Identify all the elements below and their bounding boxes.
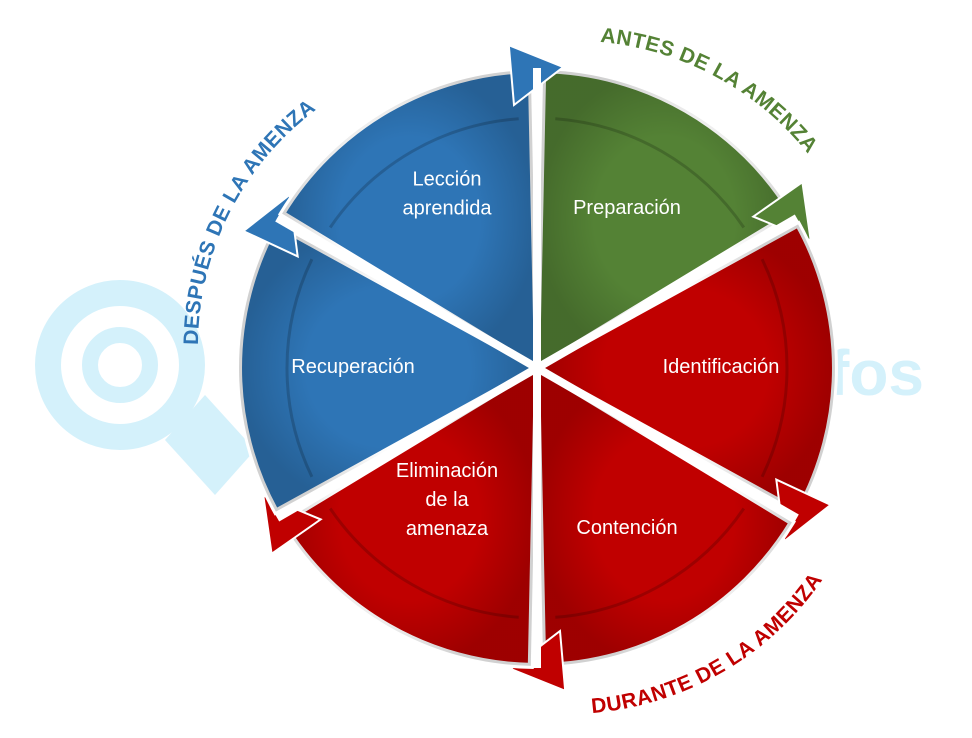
segment-ring-eliminacion <box>328 507 519 619</box>
segment-divider <box>275 364 540 522</box>
watermark-eye-icon <box>35 280 205 450</box>
segment-label-line: aprendida <box>403 198 493 220</box>
segment-ring-contencion <box>555 507 746 619</box>
segment-label-leccion: Lección aprendida <box>403 169 493 220</box>
segment-label-line: Preparación <box>573 197 681 219</box>
segment-divider <box>534 214 799 372</box>
segment-label-line: de la <box>425 489 469 511</box>
segment-label-recuperacion: Recuperación <box>291 356 414 378</box>
watermark: fos <box>35 280 924 495</box>
segment-ring-preparacion <box>555 117 746 229</box>
segment-label-preparacion: Preparación <box>573 197 681 219</box>
segment-divider <box>275 214 540 372</box>
segment-label-line: Lección <box>413 169 482 191</box>
segment-label-identificacion: Identificación <box>663 356 780 378</box>
segment-divider <box>534 364 799 522</box>
segment-label-line: Recuperación <box>291 356 414 378</box>
segment-label-line: amenaza <box>406 518 489 540</box>
watermark-text: fos <box>828 337 924 409</box>
segment-ring-leccion <box>328 117 519 229</box>
segment-label-line: Contención <box>576 517 677 539</box>
segment-label-line: Identificación <box>663 356 780 378</box>
segment-label-line: Eliminación <box>396 460 498 482</box>
segment-label-contencion: Contención <box>576 517 677 539</box>
